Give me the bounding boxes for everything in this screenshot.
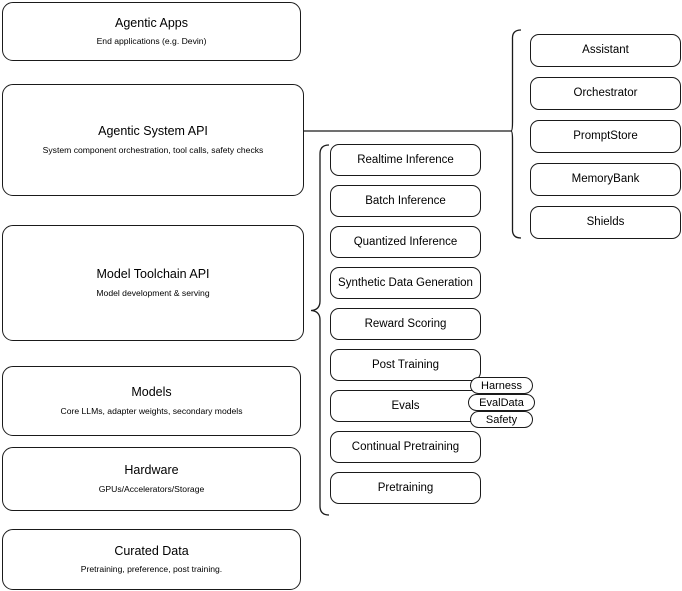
toolchain-component-batch-inference[interactable]: Batch Inference [330, 185, 481, 217]
stack-layer-subtitle: GPUs/Accelerators/Storage [98, 483, 205, 494]
system-component-label: Orchestrator [573, 87, 638, 100]
toolchain-component-label: Quantized Inference [353, 235, 458, 248]
stack-layer-subtitle: Model development & serving [96, 287, 210, 298]
toolchain-component-label: Reward Scoring [364, 317, 447, 330]
stack-layer-subtitle: End applications (e.g. Devin) [96, 36, 207, 47]
stack-layer-title: Agentic System API [98, 124, 208, 139]
toolchain-component-label: Evals [391, 399, 420, 412]
system-component-label: Shields [586, 216, 625, 229]
eval-pill-evaldata[interactable]: EvalData [468, 394, 535, 411]
system-component-label: PromptStore [573, 130, 638, 143]
stack-layer-title: Models [131, 385, 172, 400]
toolchain-component-continual-pretraining[interactable]: Continual Pretraining [330, 431, 481, 463]
system-component-promptstore[interactable]: PromptStore [530, 120, 681, 153]
stack-layer-title: Model Toolchain API [96, 267, 210, 282]
stack-layer-model-toolchain-api[interactable]: Model Toolchain API Model development & … [2, 225, 304, 341]
eval-pill-harness[interactable]: Harness [470, 377, 533, 394]
system-components-brace [510, 29, 522, 239]
toolchain-component-label: Realtime Inference [357, 153, 454, 166]
system-component-label: MemoryBank [571, 173, 640, 186]
stack-layer-title: Curated Data [114, 543, 189, 558]
toolchain-component-post-training[interactable]: Post Training [330, 349, 481, 381]
system-component-memorybank[interactable]: MemoryBank [530, 163, 681, 196]
toolchain-component-label: Synthetic Data Generation [338, 276, 473, 289]
stack-layer-title: Agentic Apps [115, 15, 188, 30]
toolchain-component-label: Batch Inference [365, 194, 446, 207]
stack-layer-agentic-system-api[interactable]: Agentic System API System component orch… [2, 84, 304, 196]
stack-layer-hardware[interactable]: Hardware GPUs/Accelerators/Storage [2, 447, 301, 511]
stack-layer-models[interactable]: Models Core LLMs, adapter weights, secon… [2, 366, 301, 436]
eval-pill-label: EvalData [479, 396, 524, 409]
toolchain-component-evals[interactable]: Evals [330, 390, 481, 422]
system-component-orchestrator[interactable]: Orchestrator [530, 77, 681, 110]
toolchain-component-label: Continual Pretraining [351, 440, 460, 453]
stack-layer-subtitle: Core LLMs, adapter weights, secondary mo… [60, 405, 243, 416]
system-component-assistant[interactable]: Assistant [530, 34, 681, 67]
toolchain-component-reward-scoring[interactable]: Reward Scoring [330, 308, 481, 340]
stack-layer-title: Hardware [124, 463, 179, 478]
system-component-shields[interactable]: Shields [530, 206, 681, 239]
toolchain-component-pretraining[interactable]: Pretraining [330, 472, 481, 504]
stack-layer-agentic-apps[interactable]: Agentic Apps End applications (e.g. Devi… [2, 2, 301, 61]
eval-pill-label: Safety [485, 413, 518, 426]
stack-layer-curated-data[interactable]: Curated Data Pretraining, preference, po… [2, 529, 301, 590]
toolchain-component-realtime-inference[interactable]: Realtime Inference [330, 144, 481, 176]
toolchain-component-label: Pretraining [377, 481, 434, 494]
toolchain-component-synthetic-data-generation[interactable]: Synthetic Data Generation [330, 267, 481, 299]
stack-layer-subtitle: System component orchestration, tool cal… [42, 144, 264, 155]
eval-pill-label: Harness [481, 379, 522, 392]
toolchain-component-label: Post Training [371, 358, 440, 371]
toolchain-component-quantized-inference[interactable]: Quantized Inference [330, 226, 481, 258]
stack-layer-subtitle: Pretraining, preference, post training. [80, 564, 223, 575]
toolchain-components-brace [310, 144, 330, 516]
eval-pill-safety[interactable]: Safety [470, 411, 533, 428]
system-component-label: Assistant [582, 44, 629, 57]
